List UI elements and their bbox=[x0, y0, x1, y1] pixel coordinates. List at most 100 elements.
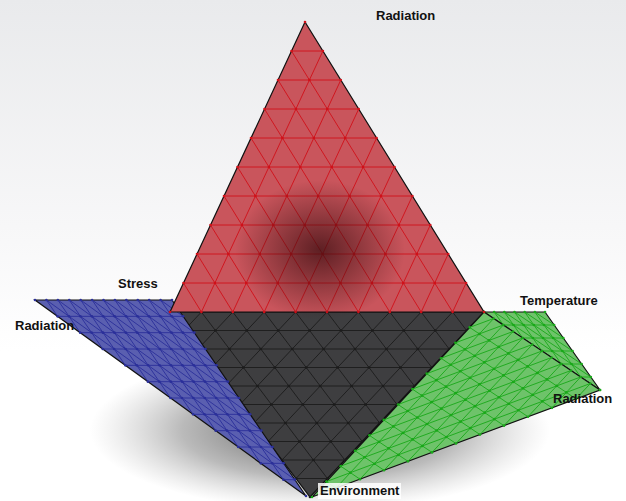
mesh-node bbox=[536, 372, 539, 375]
mesh-node bbox=[426, 423, 429, 426]
mesh-node bbox=[113, 315, 116, 318]
mesh-node bbox=[570, 369, 573, 372]
mesh-node bbox=[522, 387, 525, 390]
mesh-line bbox=[240, 404, 397, 405]
mesh-node bbox=[411, 388, 414, 391]
mesh-node bbox=[512, 381, 515, 384]
mesh-node bbox=[359, 478, 362, 481]
mesh-node bbox=[263, 311, 266, 314]
mesh-node bbox=[214, 282, 217, 285]
mesh-node bbox=[284, 422, 287, 425]
mesh-node bbox=[170, 331, 173, 334]
mesh-line bbox=[278, 80, 341, 81]
mesh-node bbox=[242, 366, 245, 369]
mesh-node bbox=[215, 397, 218, 400]
mesh-line bbox=[264, 312, 362, 442]
mesh-line bbox=[453, 312, 467, 331]
mesh-node bbox=[550, 356, 553, 359]
mesh-node bbox=[534, 311, 537, 314]
mesh-node bbox=[302, 403, 305, 406]
mesh-line bbox=[184, 330, 467, 331]
mesh-node bbox=[465, 282, 468, 285]
mesh-line bbox=[268, 312, 390, 442]
mesh-line bbox=[369, 435, 408, 461]
mesh-node bbox=[469, 376, 472, 379]
mesh-node bbox=[541, 350, 544, 353]
mesh-node bbox=[148, 299, 151, 302]
mesh-node bbox=[599, 389, 602, 392]
mesh-node bbox=[294, 478, 297, 481]
mesh-node bbox=[455, 442, 458, 445]
mesh-line bbox=[125, 365, 216, 366]
mesh-node bbox=[204, 364, 207, 367]
mesh-node bbox=[256, 385, 259, 388]
mesh-node bbox=[454, 342, 457, 345]
mesh-node bbox=[260, 446, 263, 449]
mesh-node bbox=[389, 311, 392, 314]
mesh-line bbox=[58, 316, 184, 317]
mesh-node bbox=[181, 348, 184, 351]
mesh-node bbox=[158, 380, 161, 383]
mesh-node bbox=[340, 79, 343, 82]
mesh-node bbox=[459, 370, 462, 373]
mesh-node bbox=[503, 424, 506, 427]
mesh-node bbox=[523, 311, 526, 314]
mesh-node bbox=[169, 380, 172, 383]
mesh-node bbox=[158, 364, 161, 367]
mesh-line bbox=[184, 283, 202, 312]
mesh-line bbox=[441, 332, 513, 359]
mesh-line bbox=[226, 386, 414, 387]
mesh-node bbox=[532, 337, 535, 340]
mesh-node bbox=[330, 166, 333, 169]
mesh-node bbox=[237, 446, 240, 449]
mesh-line bbox=[427, 338, 523, 374]
mesh-node bbox=[483, 361, 486, 364]
mesh-node bbox=[204, 348, 207, 351]
mesh-node bbox=[169, 311, 172, 314]
mesh-node bbox=[493, 418, 496, 421]
mesh-node bbox=[347, 422, 350, 425]
mesh-node bbox=[322, 50, 325, 53]
mesh-node bbox=[590, 376, 593, 379]
mesh-line bbox=[535, 312, 554, 325]
mesh-node bbox=[193, 364, 196, 367]
mesh-node bbox=[170, 364, 173, 367]
mesh-node bbox=[260, 462, 263, 465]
mesh-line bbox=[251, 138, 377, 139]
mesh-node bbox=[281, 137, 284, 140]
mesh-node bbox=[260, 348, 263, 351]
mesh-node bbox=[375, 137, 378, 140]
mesh-node bbox=[102, 331, 105, 334]
mesh-node bbox=[226, 397, 229, 400]
mesh-line bbox=[104, 300, 240, 398]
mesh-node bbox=[459, 420, 462, 423]
mesh-node bbox=[290, 50, 293, 53]
mesh-node bbox=[250, 137, 253, 140]
mesh-node bbox=[319, 385, 322, 388]
mesh-node bbox=[181, 397, 184, 400]
mesh-line bbox=[198, 349, 449, 350]
mesh-node bbox=[479, 433, 482, 436]
mesh-node bbox=[553, 324, 556, 327]
mesh-node bbox=[57, 299, 60, 302]
mesh-node bbox=[420, 311, 423, 314]
mesh-node bbox=[449, 363, 452, 366]
mesh-node bbox=[382, 419, 385, 422]
mesh-line bbox=[456, 351, 542, 444]
mesh-node bbox=[371, 329, 374, 332]
mesh-node bbox=[326, 108, 329, 111]
mesh-node bbox=[182, 282, 185, 285]
mesh-node bbox=[282, 478, 285, 481]
mesh-line bbox=[103, 349, 206, 350]
mesh-node bbox=[159, 315, 162, 318]
mesh-line bbox=[360, 325, 503, 479]
mesh-node bbox=[125, 331, 128, 334]
mesh-node bbox=[541, 400, 544, 403]
mesh-node bbox=[159, 331, 162, 334]
mesh-line bbox=[503, 325, 554, 326]
mesh-node bbox=[215, 413, 218, 416]
mesh-node bbox=[34, 299, 37, 302]
mesh-node bbox=[298, 440, 301, 443]
mesh-node bbox=[503, 311, 506, 314]
mesh-node bbox=[336, 366, 339, 369]
